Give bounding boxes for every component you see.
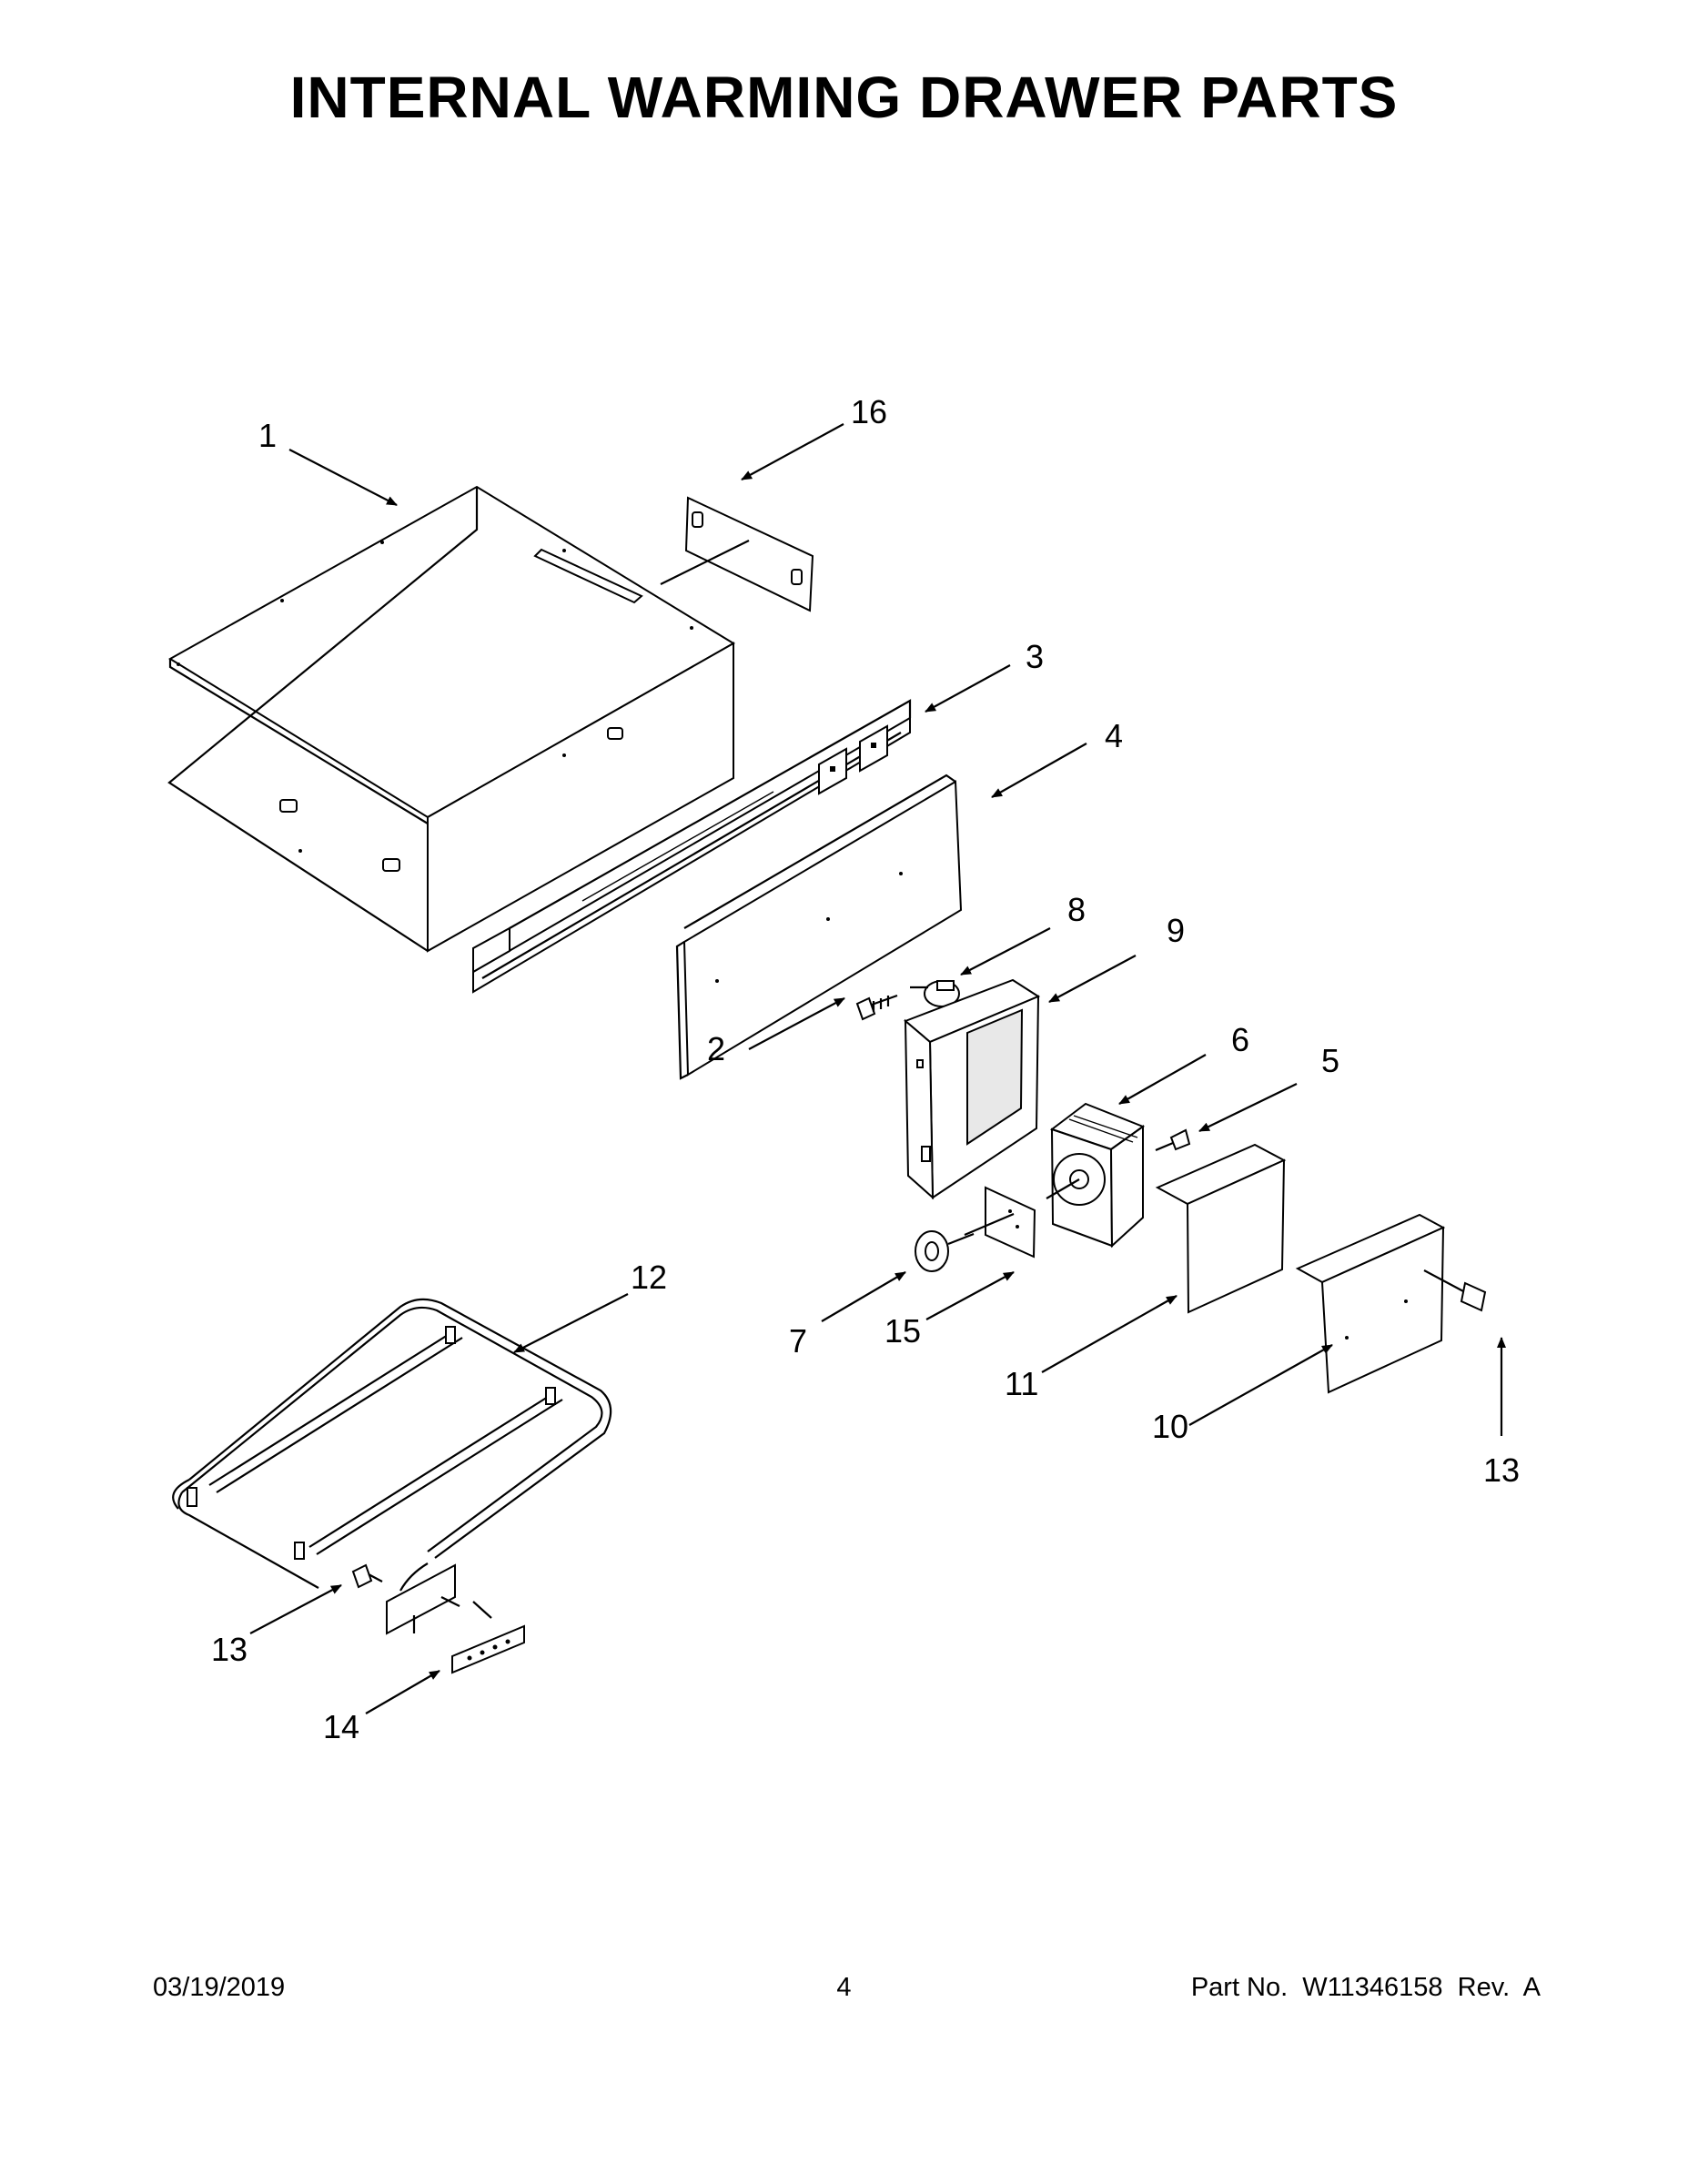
arrow-15: [925, 1271, 1015, 1320]
callout-14: 14: [323, 1708, 359, 1745]
arrow-12: [513, 1293, 629, 1353]
footer-part-number: Part No. W11346158 Rev. A: [1190, 1973, 1541, 2002]
arrow-8: [960, 927, 1051, 976]
callout-10: 10: [1152, 1408, 1188, 1445]
part-5-screw: [1155, 1128, 1191, 1152]
part-3-drawer-slide: [472, 699, 912, 994]
arrow-6: [1118, 1054, 1207, 1105]
callout-8: 8: [1067, 891, 1086, 928]
arrow-3: [925, 664, 1011, 713]
part-1-drawer-liner: [167, 485, 735, 953]
callout-15: 15: [884, 1312, 921, 1350]
callout-9: 9: [1167, 912, 1185, 949]
arrow-16: [741, 423, 844, 480]
part-2-screw: [855, 994, 898, 1021]
part-7-knob: [915, 1230, 975, 1272]
footer-date: 03/19/2019: [153, 1973, 286, 2002]
callout-12: 12: [631, 1259, 667, 1296]
footer-page-number: 4: [836, 1973, 852, 2002]
part-11-insulation-panel: [1155, 1143, 1287, 1314]
callout-2: 2: [707, 1030, 725, 1067]
part-15-plate: [964, 1186, 1036, 1259]
callout-16: 16: [851, 393, 887, 430]
arrow-13-left: [249, 1584, 342, 1634]
arrow-14: [365, 1670, 440, 1714]
callout-3: 3: [1026, 638, 1044, 675]
part-8-thermostat: [910, 980, 960, 1007]
leader-arrows: [249, 423, 1506, 1714]
callout-11: 11: [1005, 1365, 1038, 1402]
callout-1: 1: [258, 417, 277, 454]
arrow-4: [991, 743, 1087, 798]
arrow-9: [1048, 955, 1137, 1003]
part-4-side-panel: [675, 774, 963, 1080]
arrow-2: [748, 997, 845, 1050]
callout-numbers: 1 16 3 4 8 9 6 5 2 12 7 15 11 10 13 13 1…: [211, 393, 1520, 1745]
callout-4: 4: [1105, 717, 1123, 754]
part-12-heating-element: [172, 1298, 612, 1635]
part-13-screw-right: [1423, 1269, 1487, 1312]
page-title: INTERNAL WARMING DRAWER PARTS: [289, 65, 1399, 130]
callout-6: 6: [1231, 1021, 1249, 1058]
part-6-control-switch: [1046, 1102, 1146, 1249]
callout-13-left: 13: [211, 1631, 248, 1668]
callout-5: 5: [1321, 1042, 1339, 1079]
arrow-11: [1041, 1295, 1178, 1373]
arrow-7: [821, 1271, 906, 1322]
arrow-1: [288, 449, 398, 506]
arrow-5: [1198, 1083, 1298, 1132]
part-9-housing: [904, 978, 1041, 1200]
part-13-screw-left: [351, 1563, 383, 1589]
part-16-plate: [660, 496, 814, 612]
part-14-terminal-block: [451, 1601, 525, 1674]
callout-13-right: 13: [1483, 1451, 1520, 1489]
callout-7: 7: [789, 1322, 807, 1360]
arrow-10: [1188, 1344, 1333, 1426]
part-10-cover: [1295, 1213, 1446, 1394]
